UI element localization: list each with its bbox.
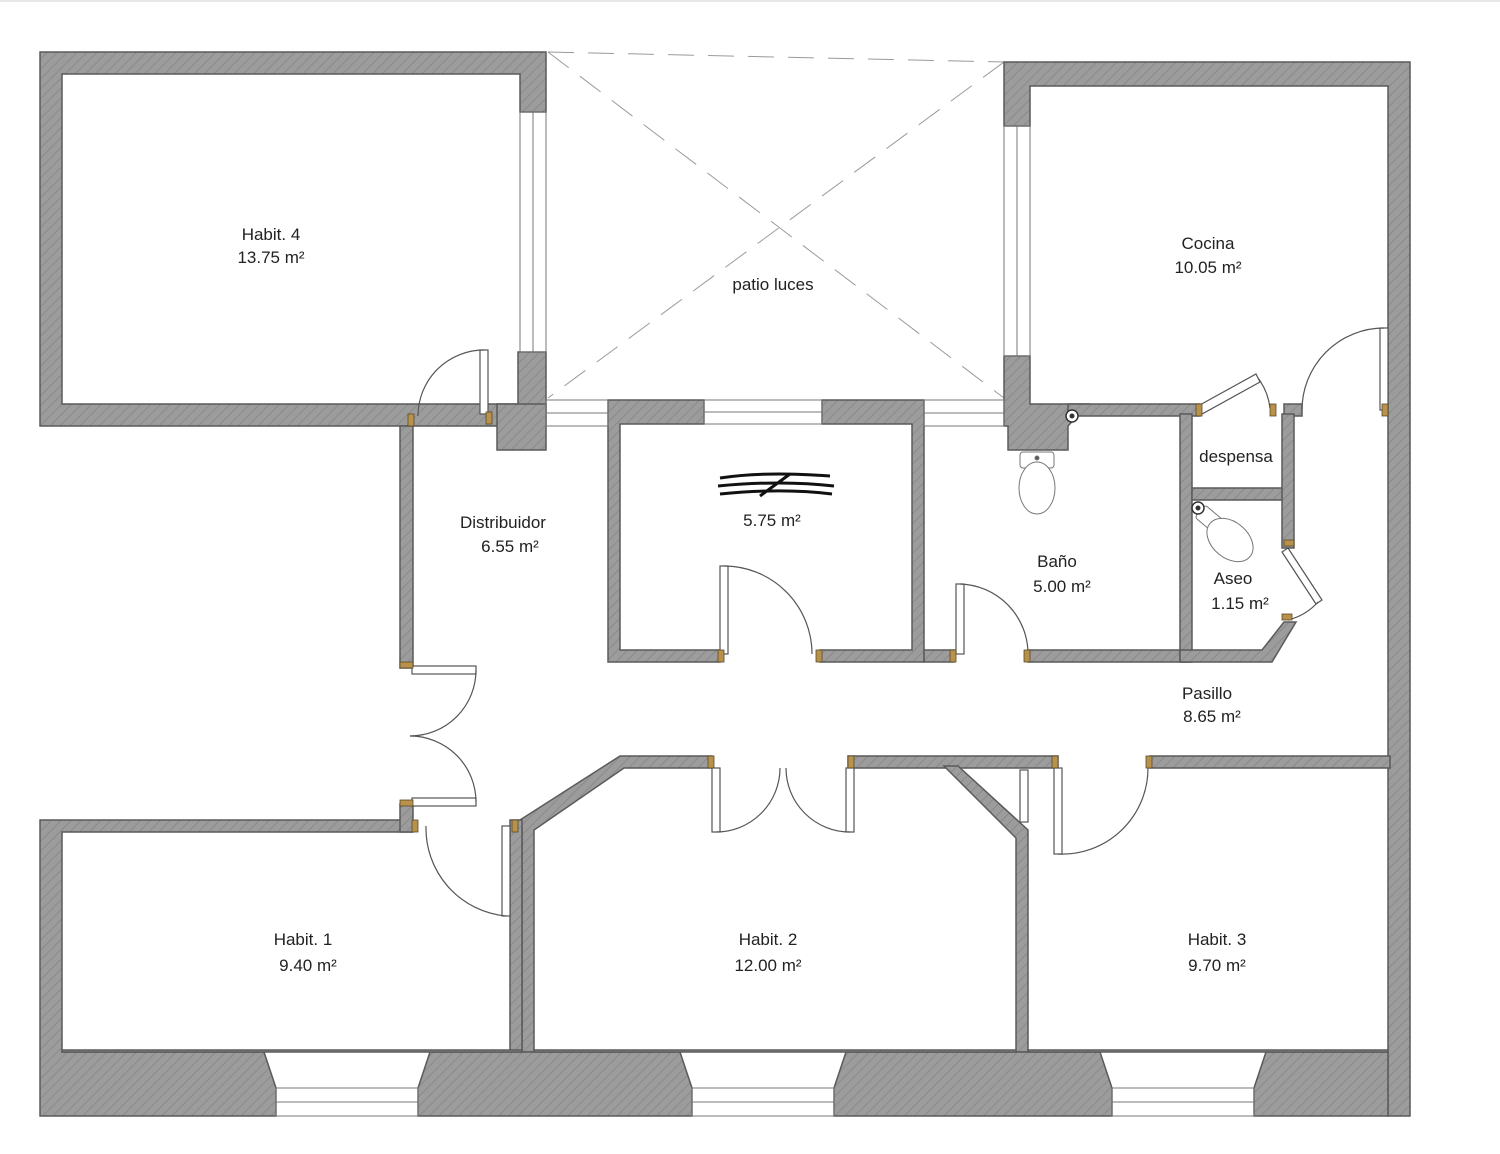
wall-habit1 — [39, 819, 413, 1117]
wall-distribuidor-left — [399, 425, 414, 669]
habit4-name: Habit. 4 — [242, 225, 301, 244]
habit3-name: Habit. 3 — [1188, 930, 1247, 949]
door-habit1-leaf — [501, 825, 511, 917]
wall-bottom-pier-1 — [417, 1051, 693, 1117]
habit2-area: 12.00 m² — [734, 956, 801, 975]
door-cocina-leaf — [1379, 327, 1389, 411]
bano-name: Baño — [1037, 552, 1077, 571]
door-cupboard-leaf — [1019, 769, 1029, 823]
wall-room-575-right — [819, 399, 925, 663]
room575-area: 5.75 m² — [743, 511, 801, 530]
door-habit3-swing — [1057, 767, 1149, 855]
cocina-name: Cocina — [1182, 234, 1235, 253]
door-habit2-leaf-left — [711, 767, 721, 833]
habit2-name: Habit. 2 — [739, 930, 798, 949]
wall-despensa-bottom — [1191, 487, 1285, 501]
door-habit2-swing-left — [715, 767, 781, 833]
door-aseo-swing — [1287, 601, 1319, 621]
pasillo-area: 8.65 m² — [1183, 707, 1241, 726]
door-distribuidor-swing-bottom — [409, 735, 477, 803]
bano-area: 5.00 m² — [1033, 577, 1091, 596]
door-aseo-leaf — [1281, 547, 1323, 605]
door-habit4-leaf — [479, 349, 489, 415]
door-habit4-swing — [417, 349, 485, 417]
door-habit2-swing-right — [785, 767, 851, 833]
distribuidor-name: Distribuidor — [460, 513, 546, 532]
door-room575-leaf — [719, 565, 729, 655]
door-distribuidor-swing-top — [409, 669, 477, 737]
cocina-area: 10.05 m² — [1174, 258, 1241, 277]
windows — [275, 111, 1255, 1117]
door-room575-swing — [723, 565, 813, 655]
habit1-area: 9.40 m² — [279, 956, 337, 975]
door-distribuidor-leaf-top — [411, 665, 477, 675]
habit3-area: 9.70 m² — [1188, 956, 1246, 975]
wall-aseo-corner — [1179, 621, 1298, 663]
door-hinges — [399, 403, 1389, 833]
distribuidor-area: 6.55 m² — [481, 537, 539, 556]
door-bano-swing — [959, 583, 1029, 655]
wall-pier-habit4 — [496, 403, 547, 451]
redacted-scribble — [717, 472, 835, 498]
aseo-area: 1.15 m² — [1211, 594, 1269, 613]
drain-dot-cocina — [1069, 413, 1075, 419]
drain-dot-aseo — [1195, 505, 1201, 511]
toilet-aseo — [1195, 505, 1254, 563]
walls — [39, 51, 1411, 1117]
wall-bano-right — [1179, 413, 1193, 663]
doors — [409, 327, 1389, 917]
room-labels: Habit. 4 13.75 m² patio luces Cocina 10.… — [237, 225, 1273, 975]
habit4-area: 13.75 m² — [237, 248, 304, 267]
wall-habit1-right — [509, 819, 523, 1053]
wall-bottom-base-habit2 — [533, 1049, 1017, 1053]
wall-room-575 — [607, 399, 721, 663]
door-habit1-swing — [425, 825, 507, 917]
patio-dashed-lines — [547, 51, 1005, 399]
wall-habit2-habit3 — [942, 765, 1029, 1053]
wall-bottom-pier-3 — [1253, 1051, 1389, 1117]
door-habit2-leaf-right — [845, 767, 855, 833]
wall-bottom-base-habit1 — [61, 1049, 523, 1053]
wall-habit1-post — [399, 803, 414, 833]
door-cocina-swing — [1301, 327, 1385, 411]
wall-bano-bottom-left — [923, 649, 955, 663]
aseo-name: Aseo — [1214, 569, 1253, 588]
wall-bottom-pier-2 — [833, 1051, 1113, 1117]
wall-cocina-lower — [1003, 355, 1090, 451]
wall-bano-bottom — [1027, 649, 1191, 663]
despensa-name: despensa — [1199, 447, 1273, 466]
door-despensa-leaf — [1197, 373, 1261, 415]
door-distribuidor-leaf-bottom — [411, 797, 477, 807]
wall-habit2-top — [519, 755, 713, 1053]
door-bano-leaf — [955, 583, 965, 655]
wall-despensa-right — [1281, 413, 1295, 549]
wall-bottom-base-habit3 — [1027, 1049, 1389, 1053]
wall-habit3-top — [1149, 755, 1391, 769]
toilet-bano — [1018, 451, 1056, 515]
pasillo-name: Pasillo — [1182, 684, 1232, 703]
door-habit3-leaf — [1053, 767, 1063, 855]
patio-name: patio luces — [732, 275, 813, 294]
habit1-name: Habit. 1 — [274, 930, 333, 949]
